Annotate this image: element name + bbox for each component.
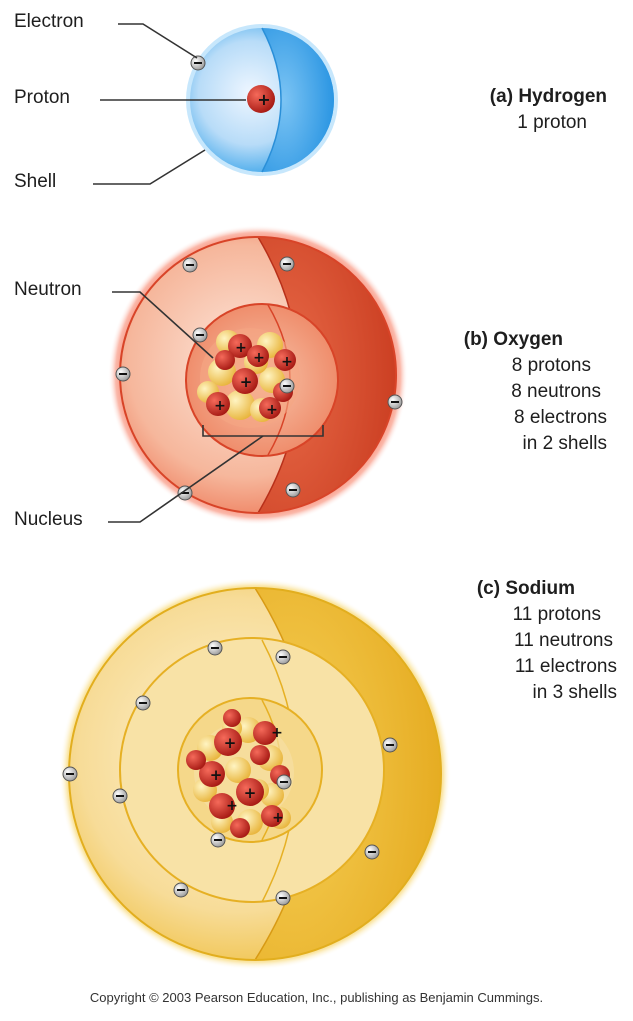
- proton: +: [259, 397, 281, 419]
- plus-sign: +: [224, 734, 237, 752]
- shell-leader-line: [93, 149, 206, 185]
- neutron-label: Neutron: [14, 279, 82, 300]
- sodium-line: 11 neutrons: [514, 630, 613, 651]
- electron: [112, 788, 128, 804]
- hydrogen-letter: (a): [489, 86, 514, 107]
- electron: [173, 882, 189, 898]
- hydrogen-heading: (a) Hydrogen: [490, 84, 607, 110]
- electron: [275, 649, 291, 665]
- proton: +: [236, 778, 264, 806]
- electron: [279, 256, 295, 272]
- oxygen-electrons: [115, 256, 403, 501]
- oxygen-heading: (b) Oxygen: [464, 327, 607, 353]
- oxygen-atom: [108, 225, 408, 525]
- electron: [210, 832, 226, 848]
- plus-sign: +: [214, 398, 226, 414]
- nucleus-label: Nucleus: [14, 509, 83, 530]
- plus-sign: +: [257, 90, 270, 109]
- sodium-line: 11 protons: [512, 604, 601, 625]
- plus-sign: +: [235, 340, 247, 356]
- electron: [276, 774, 292, 790]
- proton: +: [209, 793, 238, 819]
- plus-sign: +: [281, 354, 293, 370]
- oxygen-name: Oxygen: [493, 329, 563, 350]
- plus-sign: +: [272, 810, 284, 826]
- proton: [250, 745, 270, 765]
- sodium-atom: [59, 578, 451, 970]
- electron: [135, 695, 151, 711]
- electron-label: Electron: [14, 11, 84, 32]
- proton: +: [228, 334, 252, 358]
- proton: [230, 818, 250, 838]
- hydrogen-info: (a) Hydrogen 1 proton: [490, 84, 607, 136]
- proton: +: [274, 349, 296, 371]
- sodium-nucleus: + + + + + +: [186, 709, 291, 838]
- proton: +: [214, 728, 242, 756]
- nucleus-leader-line: [108, 435, 264, 523]
- electron: [275, 890, 291, 906]
- oxygen-line: in 2 shells: [522, 433, 608, 454]
- proton-label: Proton: [14, 87, 70, 108]
- proton: +: [261, 805, 284, 827]
- neutron-leader-line: [112, 291, 214, 359]
- oxygen-line: 8 protons: [511, 355, 591, 376]
- electron: [192, 327, 208, 343]
- hydrogen-name: Hydrogen: [518, 86, 607, 107]
- shell-label: Shell: [14, 171, 57, 192]
- plus-sign: +: [226, 798, 238, 814]
- electron: [364, 844, 380, 860]
- plus-sign: +: [271, 725, 283, 741]
- sodium-line: 11 electrons: [514, 656, 617, 677]
- plus-sign: +: [244, 784, 257, 802]
- sodium-letter: (c): [476, 578, 501, 599]
- proton: [186, 750, 206, 770]
- hydrogen-line: 1 proton: [517, 112, 587, 133]
- electron: [285, 482, 301, 498]
- hydrogen-electron: [190, 55, 206, 71]
- plus-sign: +: [253, 350, 265, 366]
- neutron: [225, 390, 255, 420]
- sodium-electrons: [62, 640, 398, 906]
- neutron: [225, 757, 251, 783]
- oxygen-line: 8 electrons: [514, 407, 607, 428]
- electron: [62, 766, 78, 782]
- plus-sign: +: [240, 373, 253, 391]
- hydrogen-proton: +: [247, 85, 275, 113]
- proton: [215, 350, 235, 370]
- oxygen-line: 8 neutrons: [511, 381, 601, 402]
- proton: +: [206, 392, 230, 416]
- electron: [279, 378, 295, 394]
- proton: +: [199, 761, 225, 787]
- plus-sign: +: [266, 402, 278, 418]
- plus-sign: +: [210, 766, 223, 784]
- electron: [207, 640, 223, 656]
- sodium-info: (c) Sodium 11 protons 11 neutrons 11 ele…: [477, 576, 617, 706]
- copyright-text: Copyright © 2003 Pearson Education, Inc.…: [89, 990, 544, 1005]
- oxygen-info: (b) Oxygen 8 protons 8 neutrons 8 electr…: [464, 327, 607, 457]
- sodium-line: in 3 shells: [532, 682, 618, 703]
- electron: [382, 737, 398, 753]
- electron: [115, 366, 131, 382]
- electron: [182, 257, 198, 273]
- proton: +: [253, 721, 283, 745]
- proton: +: [247, 345, 269, 367]
- electron: [387, 394, 403, 410]
- electron-leader-line: [118, 23, 198, 59]
- sodium-name: Sodium: [505, 578, 575, 599]
- sodium-heading: (c) Sodium: [477, 576, 617, 602]
- oxygen-letter: (b): [463, 329, 489, 350]
- proton: [223, 709, 241, 727]
- proton: +: [232, 368, 258, 394]
